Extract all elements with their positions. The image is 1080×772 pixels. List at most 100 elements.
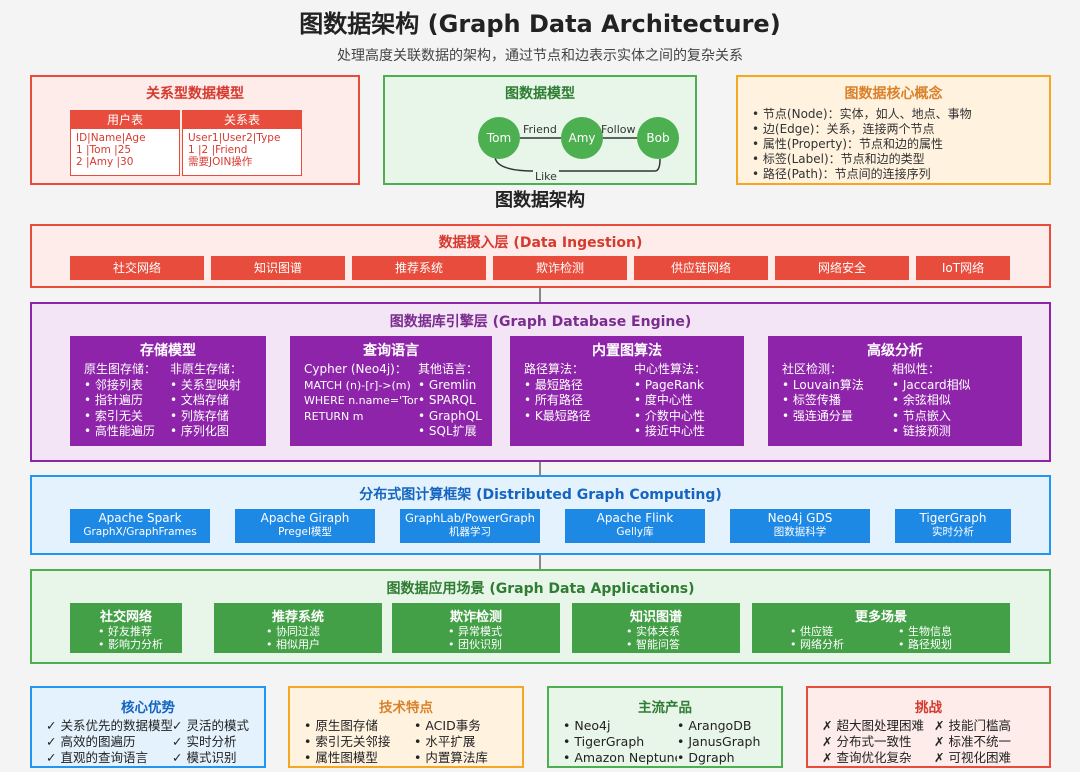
source-recommend: 推荐系统	[352, 256, 486, 280]
ingestion-layer-title: 数据摄入层 (Data Ingestion)	[438, 235, 643, 251]
framework-spark: Apache Spark GraphX/GraphFrames	[70, 509, 210, 543]
architecture-title: 图数据架构	[495, 190, 585, 211]
list-item: • 文档存储	[170, 393, 229, 407]
advanced-analytics-box: 高级分析 社区检测： • Louvain算法 • 标签传播 • 强连通分量 相似…	[768, 336, 1022, 446]
list-item: ✗ 超大图处理困难	[822, 718, 924, 733]
graph-model-title: 图数据模型	[505, 86, 575, 102]
native-storage-list: 原生图存储： • 邻接列表 • 指针遍历 • 索引无关 • 高性能遍历	[84, 362, 156, 440]
edge-like	[494, 155, 661, 172]
connector-line	[539, 462, 541, 475]
source-knowledge: 知识图谱	[211, 256, 345, 280]
list-item: • 异常模式	[448, 625, 502, 638]
algorithms-title: 内置图算法	[592, 343, 662, 359]
list-item: • 供应链	[790, 625, 833, 638]
list-item: 路径(Path)：节点间的连接序列	[752, 167, 972, 182]
table-row: 1 |2 |Friend	[188, 144, 248, 156]
list-item: • Neo4j	[563, 718, 611, 733]
list-item: ✓ 实时分析	[172, 734, 237, 749]
list-item: • SPARQL	[418, 393, 476, 407]
storage-model-title: 存储模型	[140, 343, 196, 359]
similarity-list: 相似性： • Jaccard相似 • 余弦相似 • 节点嵌入 • 链接预测	[892, 362, 971, 440]
source-iot: IoT网络	[916, 256, 1010, 280]
edge-label-follow: Follow	[601, 123, 636, 136]
framework-name: TigerGraph	[919, 511, 987, 525]
list-item: ✓ 关系优先的数据模型	[46, 718, 173, 733]
list-item: • 相似用户	[266, 638, 320, 651]
list-item: • 邻接列表	[84, 377, 143, 392]
relational-model-title: 关系型数据模型	[146, 86, 244, 102]
nonnative-storage-list: 非原生存储： • 关系型映射 • 文档存储 • 列族存储 • 序列化图	[170, 362, 242, 440]
list-item: ✓ 灵活的模式	[172, 718, 249, 733]
tech-features-panel: 技术特点 • 原生图存储 • 索引无关邻接 • 属性图模型 • ACID事务 •…	[288, 686, 524, 768]
app-recommend: 推荐系统 • 协同过滤 • 相似用户	[214, 603, 382, 653]
engine-layer-title: 图数据库引擎层 (Graph Database Engine)	[389, 314, 692, 330]
app-title: 欺诈检测	[449, 610, 502, 625]
list-item: • 序列化图	[170, 424, 229, 438]
app-fraud: 欺诈检测 • 异常模式 • 团伙识别	[392, 603, 560, 653]
framework-desc: GraphX/GraphFrames	[83, 526, 197, 538]
app-social: 社交网络 • 好友推荐 • 影响力分析	[70, 603, 182, 653]
list-item: • Dgraph	[677, 750, 735, 765]
source-social: 社交网络	[70, 256, 204, 280]
query-language-box: 查询语言 Cypher (Neo4j)： MATCH (n)-[r]->(m) …	[290, 336, 492, 446]
table-row: ID|Name|Age	[76, 132, 146, 144]
graph-model-panel: 图数据模型 Tom Amy Bob Friend Follow Like	[383, 75, 697, 185]
list-item: • 原生图存储	[304, 718, 378, 733]
products-panel: 主流产品 • Neo4j • TigerGraph • Amazon Neptu…	[547, 686, 783, 768]
list-item: ✗ 分布式一致性	[822, 734, 912, 749]
framework-desc: 图数据科学	[773, 526, 827, 538]
framework-name: Apache Giraph	[260, 511, 350, 525]
centrality-head: 中心性算法：	[634, 362, 707, 376]
table-row: User1|User2|Type	[188, 132, 281, 144]
core-concepts-panel: 图数据核心概念 节点(Node)：实体，如人、地点、事物 边(Edge)：关系，…	[736, 75, 1051, 185]
list-item: 边(Edge)：关系，连接两个节点	[752, 122, 972, 137]
query-language-title: 查询语言	[363, 343, 419, 359]
list-item: • 接近中心性	[634, 424, 705, 438]
list-item: ✓ 模式识别	[172, 750, 237, 765]
community-head: 社区检测：	[782, 362, 843, 376]
code-line: RETURN m	[304, 409, 364, 423]
relation-table-header: 关系表	[183, 111, 301, 129]
list-item: • 列族存储	[170, 408, 229, 423]
applications-layer: 图数据应用场景 (Graph Data Applications) 社交网络 •…	[30, 569, 1051, 664]
list-item: • SQL扩展	[418, 424, 477, 438]
source-supply-chain: 供应链网络	[634, 256, 768, 280]
list-item: ✗ 可视化困难	[934, 750, 1011, 765]
algorithms-box: 内置图算法 路径算法： • 最短路径 • 所有路径 • K最短路径 中心性算法：…	[510, 336, 744, 446]
list-item: • 内置算法库	[414, 750, 488, 765]
list-item: • ArangoDB	[677, 718, 752, 733]
framework-desc: Pregel模型	[278, 526, 332, 538]
user-table-header: 用户表	[71, 111, 179, 129]
list-item: ✓ 高效的图遍历	[46, 734, 136, 749]
other-languages-list: 其他语言： • Gremlin • SPARQL • GraphQL • SQL…	[418, 362, 482, 440]
graph-node-tom: Tom	[478, 117, 520, 159]
list-item: • Jaccard相似	[892, 377, 971, 392]
distributed-layer: 分布式图计算框架 (Distributed Graph Computing) A…	[30, 475, 1051, 555]
app-title: 更多场景	[854, 610, 907, 625]
framework-name: Apache Spark	[98, 511, 182, 525]
engine-layer: 图数据库引擎层 (Graph Database Engine) 存储模型 原生图…	[30, 302, 1051, 462]
framework-desc: Gelly库	[616, 526, 654, 538]
framework-graphlab: GraphLab/PowerGraph 机器学习	[400, 509, 540, 543]
framework-tigergraph: TigerGraph 实时分析	[895, 509, 1011, 543]
list-item: • 团伙识别	[448, 638, 502, 651]
list-item: • 索引无关	[84, 408, 143, 423]
native-storage-head: 原生图存储：	[84, 362, 157, 376]
nonnative-storage-head: 非原生存储：	[170, 362, 243, 376]
list-item: • GraphQL	[418, 408, 482, 423]
list-item: • Amazon Neptune	[563, 750, 683, 765]
list-item: • TigerGraph	[563, 734, 645, 749]
list-item: • 属性图模型	[304, 750, 378, 765]
list-item: • 介数中心性	[634, 408, 705, 423]
framework-desc: 机器学习	[449, 526, 491, 538]
edge-label-like: Like	[533, 170, 559, 183]
distributed-layer-title: 分布式图计算框架 (Distributed Graph Computing)	[359, 487, 722, 503]
graph-node-bob: Bob	[637, 117, 679, 159]
source-security: 网络安全	[775, 256, 909, 280]
source-fraud: 欺诈检测	[493, 256, 627, 280]
cypher-list: Cypher (Neo4j)： MATCH (n)-[r]->(m) WHERE…	[304, 362, 427, 424]
advantages-title: 核心优势	[121, 700, 175, 716]
list-item: • 度中心性	[634, 393, 693, 407]
list-item: • 生物信息	[898, 625, 952, 638]
list-item: • 标签传播	[782, 393, 841, 407]
